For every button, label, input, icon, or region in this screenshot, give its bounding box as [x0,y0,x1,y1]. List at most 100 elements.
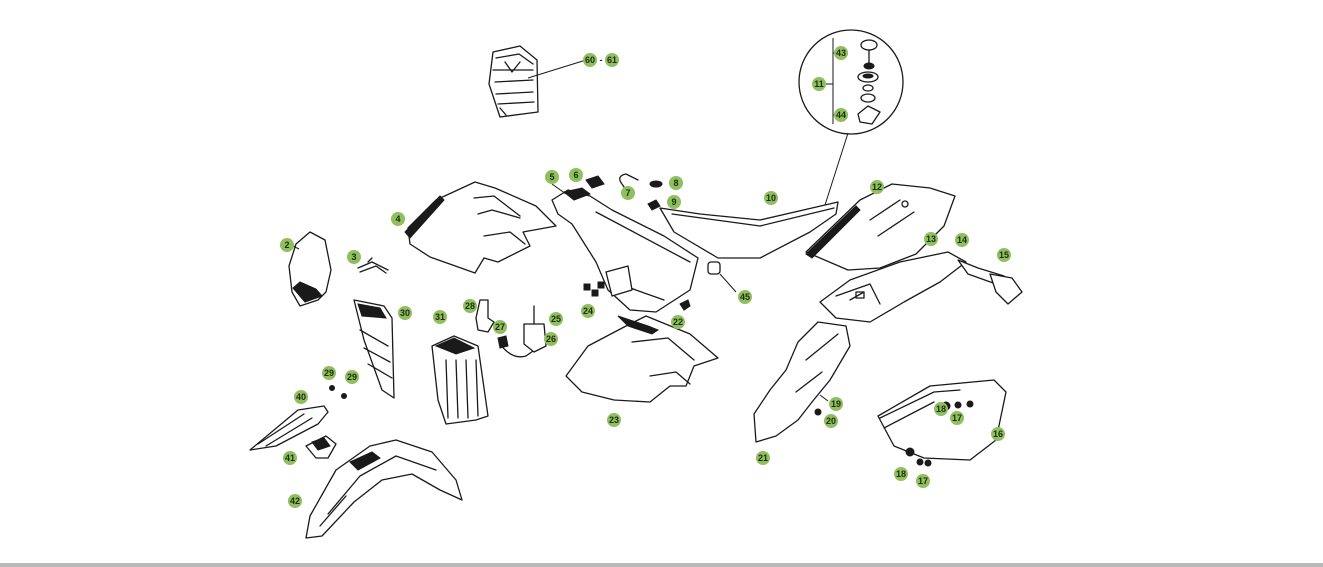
svg-text:18: 18 [936,404,946,414]
callout-4: 4 [391,212,405,226]
svg-text:29: 29 [324,368,334,378]
callout-separator: - [600,55,603,65]
fuel-cap-detail [798,29,904,206]
svg-text:15: 15 [999,250,1009,260]
headlight-mask [288,231,332,307]
callout-17-lower: 17 [916,474,930,488]
fuel-tank [551,183,699,313]
callout-25: 25 [549,312,563,326]
svg-text:18: 18 [896,469,906,479]
nuts [329,385,347,399]
svg-text:20: 20 [826,416,836,426]
front-fender [305,439,463,539]
callout-9: 9 [667,195,681,209]
callout-17-upper: 17 [950,411,964,425]
callout-31: 31 [433,310,447,324]
rear-inner-fender [753,321,851,443]
callout-23: 23 [607,413,621,427]
callout-2: 2 [280,238,294,252]
tail-light [957,259,1023,305]
callout-42: 42 [288,494,302,508]
svg-text:43: 43 [836,48,846,58]
front-number-plate [249,405,337,459]
svg-text:17: 17 [952,413,962,423]
callout-13: 13 [924,232,938,246]
svg-text:12: 12 [872,182,882,192]
callout-11: 11 [812,77,826,91]
svg-text:41: 41 [285,453,295,463]
callout-24: 24 [581,304,595,318]
svg-text:60: 60 [585,55,595,65]
svg-text:17: 17 [918,476,928,486]
svg-text:45: 45 [740,292,750,302]
callout-44: 44 [834,108,848,122]
right-radiator-shroud [565,315,719,403]
svg-text:3: 3 [351,252,356,262]
callout-10: 10 [764,191,778,205]
fuel-fittings [585,173,663,211]
svg-text:24: 24 [583,306,593,316]
svg-text:5: 5 [549,172,554,182]
callout-28: 28 [463,299,477,313]
svg-text:40: 40 [296,392,306,402]
callout-12: 12 [870,180,884,194]
callout-30: 30 [398,306,412,320]
callout-18-lower: 18 [894,467,908,481]
svg-text:26: 26 [546,334,556,344]
number-plate-card [488,45,587,118]
callout-22: 22 [671,315,685,329]
left-radiator-shroud [404,181,557,274]
callout-29-left: 29 [322,366,336,380]
seat [659,201,839,259]
svg-text:8: 8 [673,178,678,188]
callout-41: 41 [283,451,297,465]
svg-text:4: 4 [395,214,400,224]
svg-text:44: 44 [836,110,846,120]
left-radiator-louver [353,299,395,399]
svg-text:27: 27 [495,322,505,332]
callout-15: 15 [997,248,1011,262]
svg-text:19: 19 [831,399,841,409]
svg-text:28: 28 [465,301,475,311]
callout-61: 61 [605,53,619,67]
fuel-tap-assembly [475,299,547,358]
callout-6: 6 [569,168,583,182]
svg-text:42: 42 [290,496,300,506]
callout-8: 8 [669,176,683,190]
svg-text:21: 21 [758,453,768,463]
svg-text:2: 2 [284,240,289,250]
svg-text:30: 30 [400,308,410,318]
bottom-divider [0,563,1323,567]
svg-text:22: 22 [673,317,683,327]
svg-text:25: 25 [551,314,561,324]
svg-text:13: 13 [926,234,936,244]
callout-45: 45 [738,290,752,304]
svg-text:61: 61 [607,55,617,65]
callout-5: 5 [545,170,559,184]
right-radiator-louver [431,335,489,425]
svg-text:10: 10 [766,193,776,203]
callout-16: 16 [991,427,1005,441]
callout-18-upper: 18 [934,402,948,416]
svg-text:23: 23 [609,415,619,425]
callout-26: 26 [544,332,558,346]
callout-60: 60 [583,53,597,67]
callout-27: 27 [493,320,507,334]
svg-text:16: 16 [993,429,1003,439]
svg-text:6: 6 [573,170,578,180]
headlight-bracket [357,257,389,274]
callout-14: 14 [955,233,969,247]
callout-19: 19 [829,397,843,411]
callout-29-right: 29 [345,370,359,384]
callout-43: 43 [834,46,848,60]
svg-text:11: 11 [814,79,824,89]
callout-3: 3 [347,250,361,264]
callout-21: 21 [756,451,770,465]
svg-text:29: 29 [347,372,357,382]
svg-text:9: 9 [671,197,676,207]
callout-20: 20 [824,414,838,428]
svg-text:31: 31 [435,312,445,322]
screws [583,281,691,311]
svg-text:14: 14 [957,235,967,245]
